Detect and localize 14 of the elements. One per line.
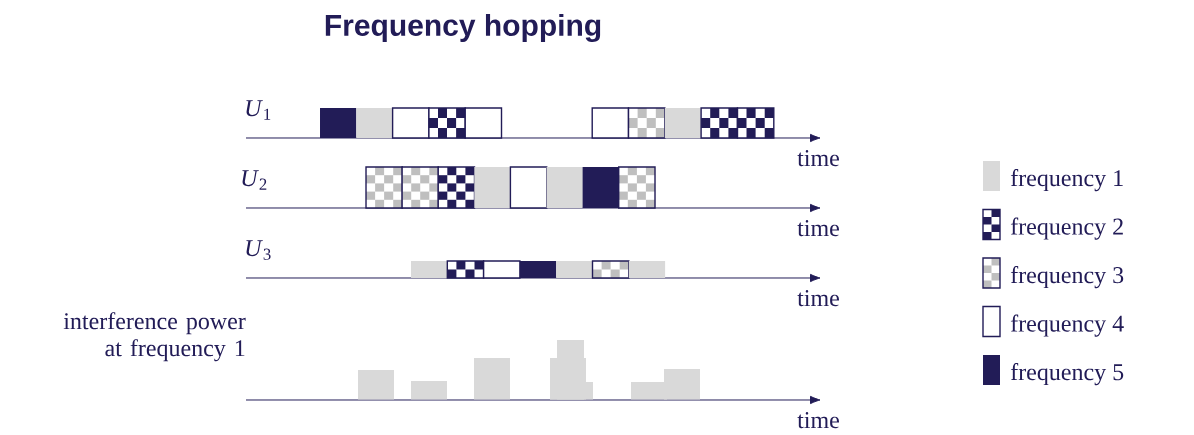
title: Frequency hopping — [325, 13, 601, 43]
legend-label: frequency 1 — [1010, 169, 1123, 192]
axis-label: time — [797, 150, 839, 167]
axis-label: time — [797, 290, 839, 307]
legend-label: frequency 3 — [1010, 266, 1124, 289]
row-label: U$_{1}$ — [246, 100, 271, 120]
row-label: U$_{3}$ — [246, 240, 271, 260]
axis-label: time — [797, 220, 839, 237]
legend-label: frequency 4 — [1010, 314, 1124, 337]
row-label: U$_{2}$ — [242, 170, 267, 190]
legend-label: frequency 2 — [1010, 217, 1123, 240]
axis-label: interference power at frequency 1 — [63, 312, 246, 362]
legend-label: frequency 5 — [1010, 363, 1124, 386]
axis-label: time — [797, 412, 839, 429]
